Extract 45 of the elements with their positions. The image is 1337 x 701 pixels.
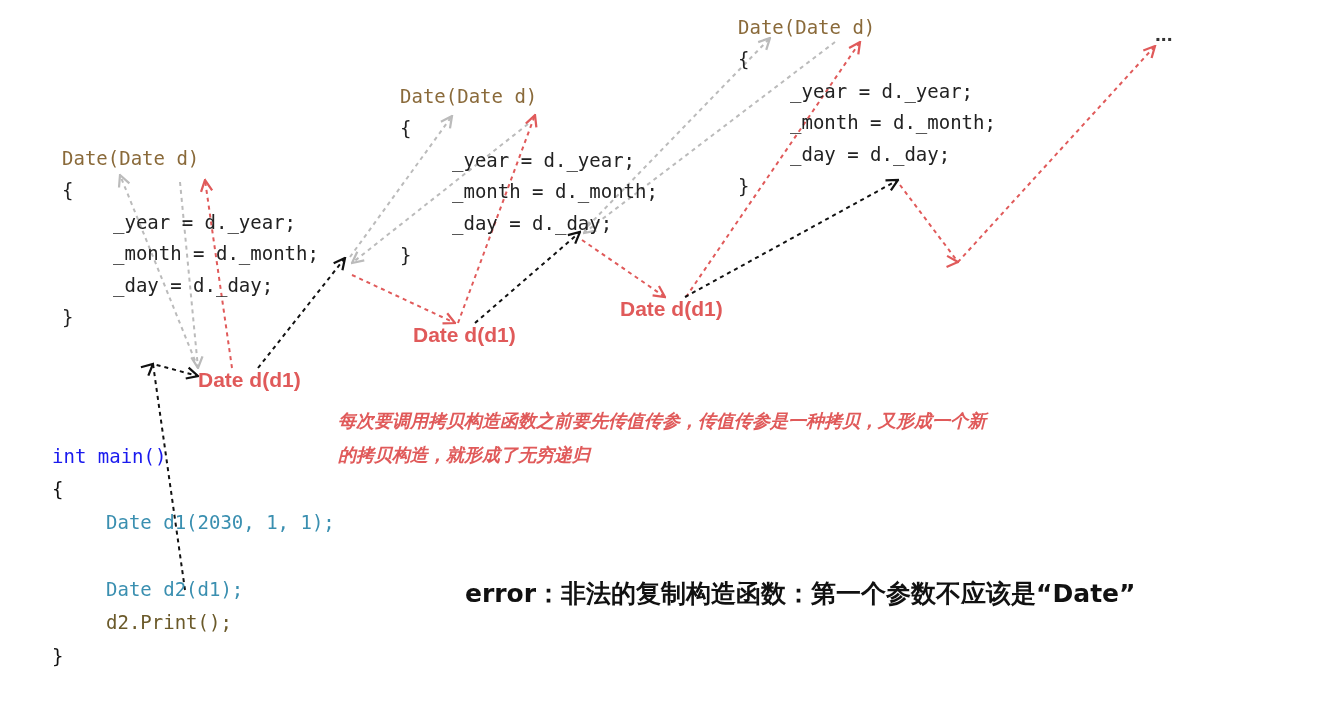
ellipsis-text: ... bbox=[1155, 22, 1173, 46]
code-line: Date(Date d) bbox=[62, 146, 200, 170]
code-line: } bbox=[738, 174, 750, 198]
code-line: } bbox=[400, 243, 412, 267]
code-line: _month = d._month; bbox=[790, 110, 996, 134]
arrow bbox=[199, 178, 233, 369]
code-line: Date d2(d1); bbox=[106, 577, 244, 601]
arrow bbox=[582, 41, 836, 235]
arrow bbox=[257, 256, 347, 369]
arrow bbox=[457, 113, 538, 324]
code-line: _day = d._day; bbox=[452, 211, 613, 235]
arrow bbox=[140, 362, 200, 591]
code-line: _year = d._year; bbox=[452, 148, 636, 172]
code-line: { bbox=[400, 116, 412, 140]
arrow bbox=[350, 123, 529, 265]
code-line: { bbox=[738, 47, 750, 71]
code-line: { bbox=[62, 178, 74, 202]
code-line: Date(Date d) bbox=[738, 15, 876, 39]
code-line: _month = d._month; bbox=[113, 241, 319, 265]
code-line: d2.Print(); bbox=[106, 610, 232, 634]
arrow bbox=[684, 178, 900, 298]
code-line: _month = d._month; bbox=[452, 179, 658, 203]
arrow bbox=[351, 274, 457, 325]
code-line: } bbox=[52, 644, 64, 668]
note-text: 每次要调用拷贝构造函数之前要先传值传参，传值传参是一种拷贝，又形成一个新的拷贝构造，就形成了无穷递归 bbox=[338, 404, 998, 472]
code-line: _year = d._year; bbox=[113, 210, 297, 234]
error-message: error：非法的复制构造函数：第一个参数不应该是“Date” bbox=[465, 578, 1136, 610]
arrow bbox=[581, 239, 667, 299]
code-line: _year = d._year; bbox=[790, 79, 974, 103]
arrow bbox=[899, 45, 1157, 268]
call-text: Date d(d1) bbox=[413, 323, 516, 347]
arrow bbox=[474, 230, 582, 324]
code-line: Date d1(2030, 1, 1); bbox=[106, 510, 335, 534]
arrow bbox=[349, 114, 454, 258]
code-line: _day = d._day; bbox=[790, 142, 951, 166]
arrow bbox=[685, 40, 862, 298]
code-line: Date(Date d) bbox=[400, 84, 538, 108]
code-line: { bbox=[52, 477, 64, 501]
code-line: } bbox=[62, 305, 74, 329]
arrow bbox=[587, 36, 772, 227]
call-text: Date d(d1) bbox=[620, 297, 723, 321]
code-line: _day = d._day; bbox=[113, 273, 274, 297]
code-line: int main() bbox=[52, 444, 167, 468]
call-text: Date d(d1) bbox=[198, 368, 301, 392]
arrow bbox=[179, 181, 204, 370]
